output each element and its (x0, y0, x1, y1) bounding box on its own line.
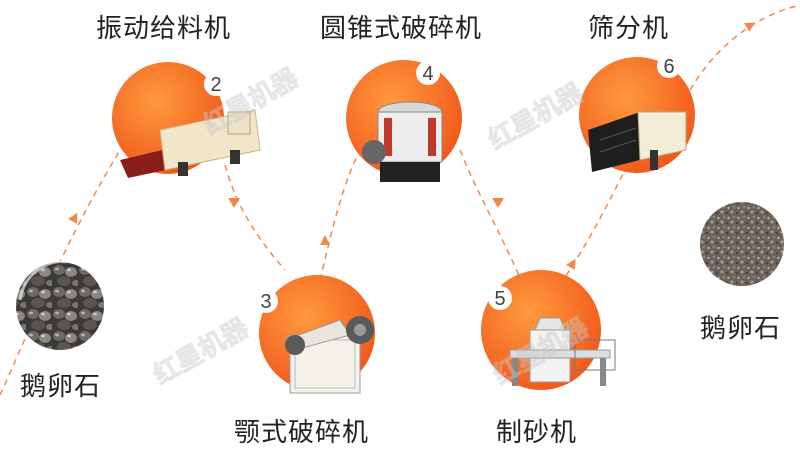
step-3-node (254, 275, 375, 394)
input-pebbles-image (16, 259, 104, 350)
step-5-number: 5 (494, 288, 505, 310)
flow-path (0, 4, 800, 396)
output-gravel-image (700, 202, 784, 286)
step-6-label: 筛分机 (588, 14, 670, 44)
step-6-node (579, 54, 695, 173)
step-5-label: 制砂机 (496, 418, 578, 448)
step-2-label: 振动给料机 (96, 14, 232, 44)
step-6-number: 6 (663, 56, 674, 78)
output-label: 鹅卵石 (700, 314, 782, 344)
cone-crusher-icon (362, 101, 443, 182)
watermark-text: 红星机器 (148, 312, 254, 390)
input-label: 鹅卵石 (20, 372, 102, 402)
step-5-node (481, 270, 616, 390)
step-2-number: 2 (210, 74, 221, 96)
step-3-label: 颚式破碎机 (234, 418, 370, 448)
sand-maker-icon (509, 317, 616, 386)
step-3-number: 3 (260, 291, 271, 313)
vibrating-screen-icon (588, 111, 687, 172)
step-4-node (346, 60, 462, 182)
jaw-crusher-icon (284, 316, 374, 394)
flow-arrows (68, 22, 756, 270)
step-4-number: 4 (422, 63, 433, 85)
step-2-node (112, 62, 261, 178)
watermark-text: 红星机器 (483, 77, 589, 155)
vibrating-feeder-icon (120, 109, 261, 178)
step-4-label: 圆锥式破碎机 (320, 14, 483, 44)
